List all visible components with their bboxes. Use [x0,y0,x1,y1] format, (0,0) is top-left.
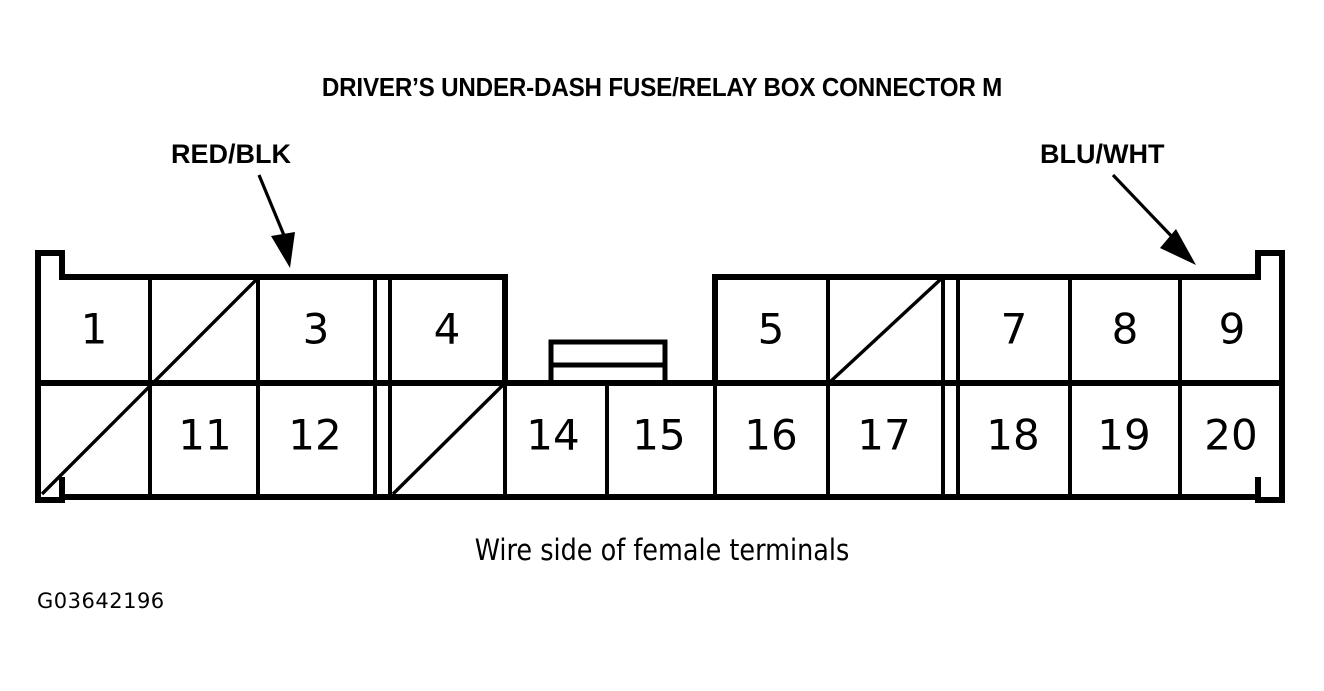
pin-label-12: 12 [288,411,341,460]
figure-caption: Wire side of female terminals [474,533,850,567]
center-key-notch [548,339,668,383]
pin-label-5: 5 [758,305,785,354]
pin-label-18: 18 [986,411,1039,460]
pin-label-4: 4 [434,305,461,354]
figure-code: G03642196 [37,589,165,613]
pin-label-16: 16 [744,411,797,460]
page-title: DRIVER’S UNDER-DASH FUSE/RELAY BOX CONNE… [321,72,1003,102]
pin-label-7: 7 [1001,305,1028,354]
connector-shell [35,250,1285,503]
cell-dividers-top [148,277,1182,383]
pin-label-3: 3 [303,305,330,354]
empty-slash-pin-13 [391,383,505,496]
cell-dividers-bottom [148,383,1182,497]
empty-slash-pin-6 [829,277,943,383]
empty-slash-pin-2-10 [40,278,258,496]
pin-numbers-bottom: 11 12 14 15 16 17 18 19 20 [178,411,1257,460]
arrowhead-red-blk [271,232,295,268]
pin-label-9: 9 [1219,305,1246,354]
leader-arrow-blu-wht [1111,173,1180,245]
pin-numbers-top: 1 3 4 5 7 8 9 [81,305,1246,354]
wire-label-blu-wht: BLU/WHT [1040,139,1165,169]
pin-label-8: 8 [1112,305,1139,354]
pin-label-19: 19 [1097,411,1150,460]
wire-label-red-blk: RED/BLK [171,139,291,169]
pin-label-15: 15 [632,411,685,460]
pin-label-1: 1 [81,305,108,354]
empty-cavity-slashes [40,277,943,496]
pin-label-14: 14 [526,411,579,460]
pin-label-17: 17 [857,411,910,460]
leader-arrow-red-blk [257,174,290,246]
pin-label-20: 20 [1204,411,1257,460]
pin-label-11: 11 [178,411,231,460]
arrowhead-blu-wht [1160,229,1196,265]
